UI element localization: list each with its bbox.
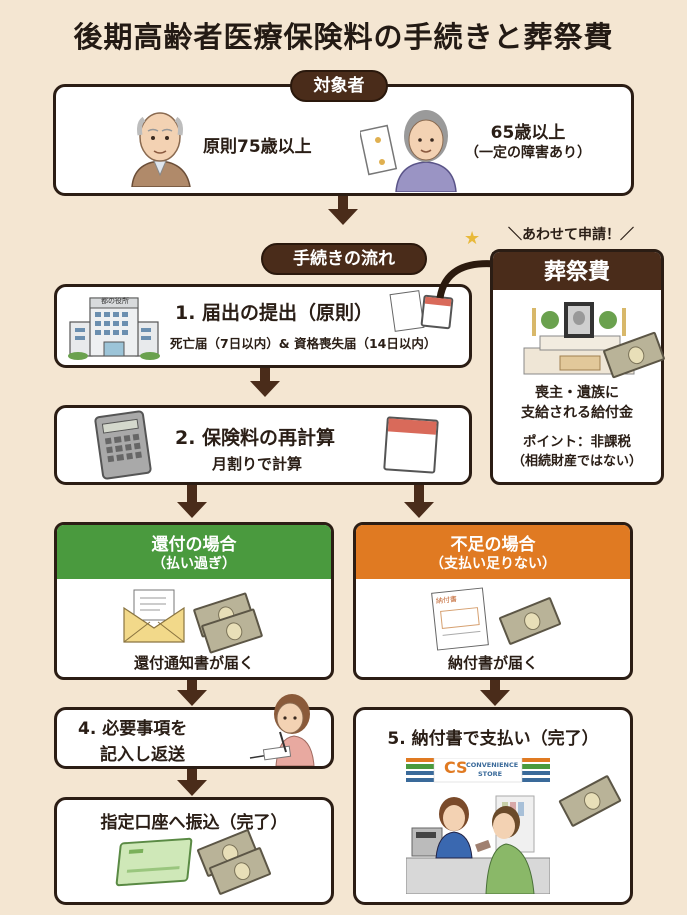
page-title: 後期高齢者医療保険料の手続きと葬祭費 [73, 20, 614, 54]
arrow-down-icon [480, 690, 510, 706]
store-logo: CS [444, 758, 468, 777]
arrow-connector [338, 196, 348, 210]
refund-box [54, 522, 334, 680]
calendar-icon [383, 416, 439, 474]
woman-writing-icon [248, 690, 320, 767]
shortfall-box [353, 522, 633, 680]
funeral-desc-line1: 喪主・遺族に [535, 385, 619, 401]
arrow-connector [187, 485, 197, 503]
form-document-icon [389, 290, 425, 332]
funeral-desc-line2: 支給される給付金 [521, 405, 633, 421]
city-hall-sign: 都の役所 [101, 297, 129, 305]
step1-title: 1. 届出の提出（原則） [175, 302, 374, 324]
step4-title-line2: 記入し返送 [100, 745, 185, 765]
star-icon: ★ [464, 228, 481, 249]
arrow-down-icon [177, 690, 207, 706]
step5-title: 5. 納付書で支払い（完了） [387, 729, 599, 749]
arrow-connector [260, 368, 270, 382]
store-name-line1: CONVENIENCE [466, 761, 519, 769]
payment-slip-icon: 納付書 [431, 587, 489, 651]
arrow-connector [187, 680, 197, 692]
refund-header-subtitle: （払い過ぎ） [152, 556, 236, 572]
elderly-woman-icon [358, 100, 460, 193]
target-age-75: 原則75歳以上 [203, 137, 312, 157]
shortfall-header-title: 不足の場合 [450, 535, 536, 555]
refund-caption: 還付通知書が届く [133, 654, 254, 672]
arrow-connector [187, 769, 197, 781]
refund-header [57, 525, 331, 579]
arrow-down-icon [404, 502, 434, 518]
step2-detail: 月割りで計算 [212, 455, 303, 473]
apply-together-callout: ＼あわせて申請！／ [508, 227, 634, 243]
elderly-man-icon [128, 105, 193, 188]
step1-detail: 死亡届（7日以内）& 資格喪失届（14日以内） [170, 336, 437, 351]
refund-header-title: 還付の場合 [151, 535, 237, 555]
funeral-point-line2: （相続財産ではない） [511, 454, 642, 469]
envelope-icon [120, 588, 190, 644]
arrow-down-icon [177, 780, 207, 796]
funeral-title: 葬祭費 [543, 260, 610, 285]
shortfall-caption: 納付書が届く [447, 654, 538, 672]
step2-title: 2. 保険料の再計算 [175, 427, 336, 449]
arrow-down-icon [177, 502, 207, 518]
transfer-title: 指定口座へ振込（完了） [100, 813, 288, 833]
calculator-icon [93, 409, 153, 481]
target-age-65-note: （一定の障害あり） [465, 145, 591, 161]
target-label: 対象者 [290, 70, 388, 102]
convenience-store-scene [405, 757, 551, 895]
arrow-down-icon [328, 209, 358, 225]
shortfall-header [356, 525, 630, 579]
shortfall-header-subtitle: （支払い足りない） [430, 556, 556, 572]
arrow-connector [414, 485, 424, 503]
flow-label: 手続きの流れ [261, 243, 427, 275]
arrow-down-icon [250, 381, 280, 397]
store-name-line2: STORE [478, 770, 503, 778]
city-hall-icon [68, 294, 160, 360]
funeral-point-line1: ポイント：非課税 [523, 434, 631, 450]
arrow-connector [490, 680, 500, 692]
step4-title-line1: 4. 必要事項を [78, 719, 188, 739]
bankbook-icon [115, 837, 193, 887]
target-age-65: 65歳以上 [490, 123, 566, 143]
transfer-box [54, 797, 334, 905]
